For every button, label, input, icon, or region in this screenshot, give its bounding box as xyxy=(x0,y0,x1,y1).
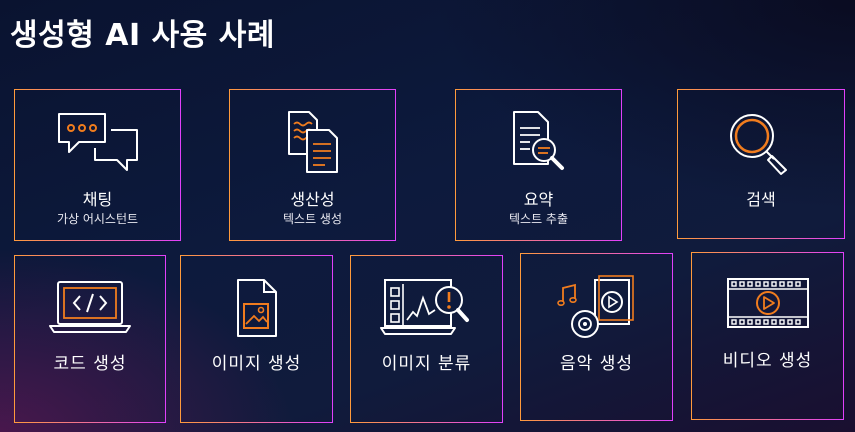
card-label: 검색 xyxy=(746,190,776,209)
card-image-generation[interactable]: 이미지 생성 xyxy=(180,255,333,423)
card-label: 이미지 분류 xyxy=(381,354,472,374)
card-code-generation[interactable]: 코드 생성 xyxy=(14,255,166,423)
card-chat[interactable]: 채팅 가상 어시스턴트 xyxy=(14,89,181,241)
card-sublabel: 가상 어시스턴트 xyxy=(56,212,139,226)
chat-bubbles-icon xyxy=(55,110,141,176)
music-disc-icon xyxy=(556,274,637,338)
card-label: 이미지 생성 xyxy=(211,354,302,374)
magnifier-icon xyxy=(726,110,796,176)
documents-icon xyxy=(283,108,343,176)
screen-analysis-icon xyxy=(379,276,475,338)
card-video-generation[interactable]: 비디오 생성 xyxy=(691,252,844,420)
card-label: 비디오 생성 xyxy=(722,351,813,371)
card-label: 생산성 xyxy=(290,190,335,209)
card-sublabel: 텍스트 생성 xyxy=(282,212,342,226)
laptop-code-icon xyxy=(48,278,132,336)
card-label: 채팅 xyxy=(82,190,113,209)
card-music-generation[interactable]: 음악 생성 xyxy=(520,253,673,421)
card-image-classification[interactable]: 이미지 분류 xyxy=(350,255,503,423)
card-productivity[interactable]: 생산성 텍스트 생성 xyxy=(229,89,396,241)
card-label: 음악 생성 xyxy=(560,354,633,374)
document-magnifier-icon xyxy=(508,108,570,176)
page-title: 생성형 AI 사용 사례 xyxy=(10,18,275,53)
card-summary[interactable]: 요약 텍스트 추출 xyxy=(455,89,622,241)
image-file-icon xyxy=(232,276,282,340)
card-search[interactable]: 검색 xyxy=(677,89,845,239)
film-play-icon xyxy=(724,275,812,331)
card-label: 코드 생성 xyxy=(53,354,127,374)
card-sublabel: 텍스트 추출 xyxy=(508,212,568,226)
card-label: 요약 xyxy=(523,190,554,209)
